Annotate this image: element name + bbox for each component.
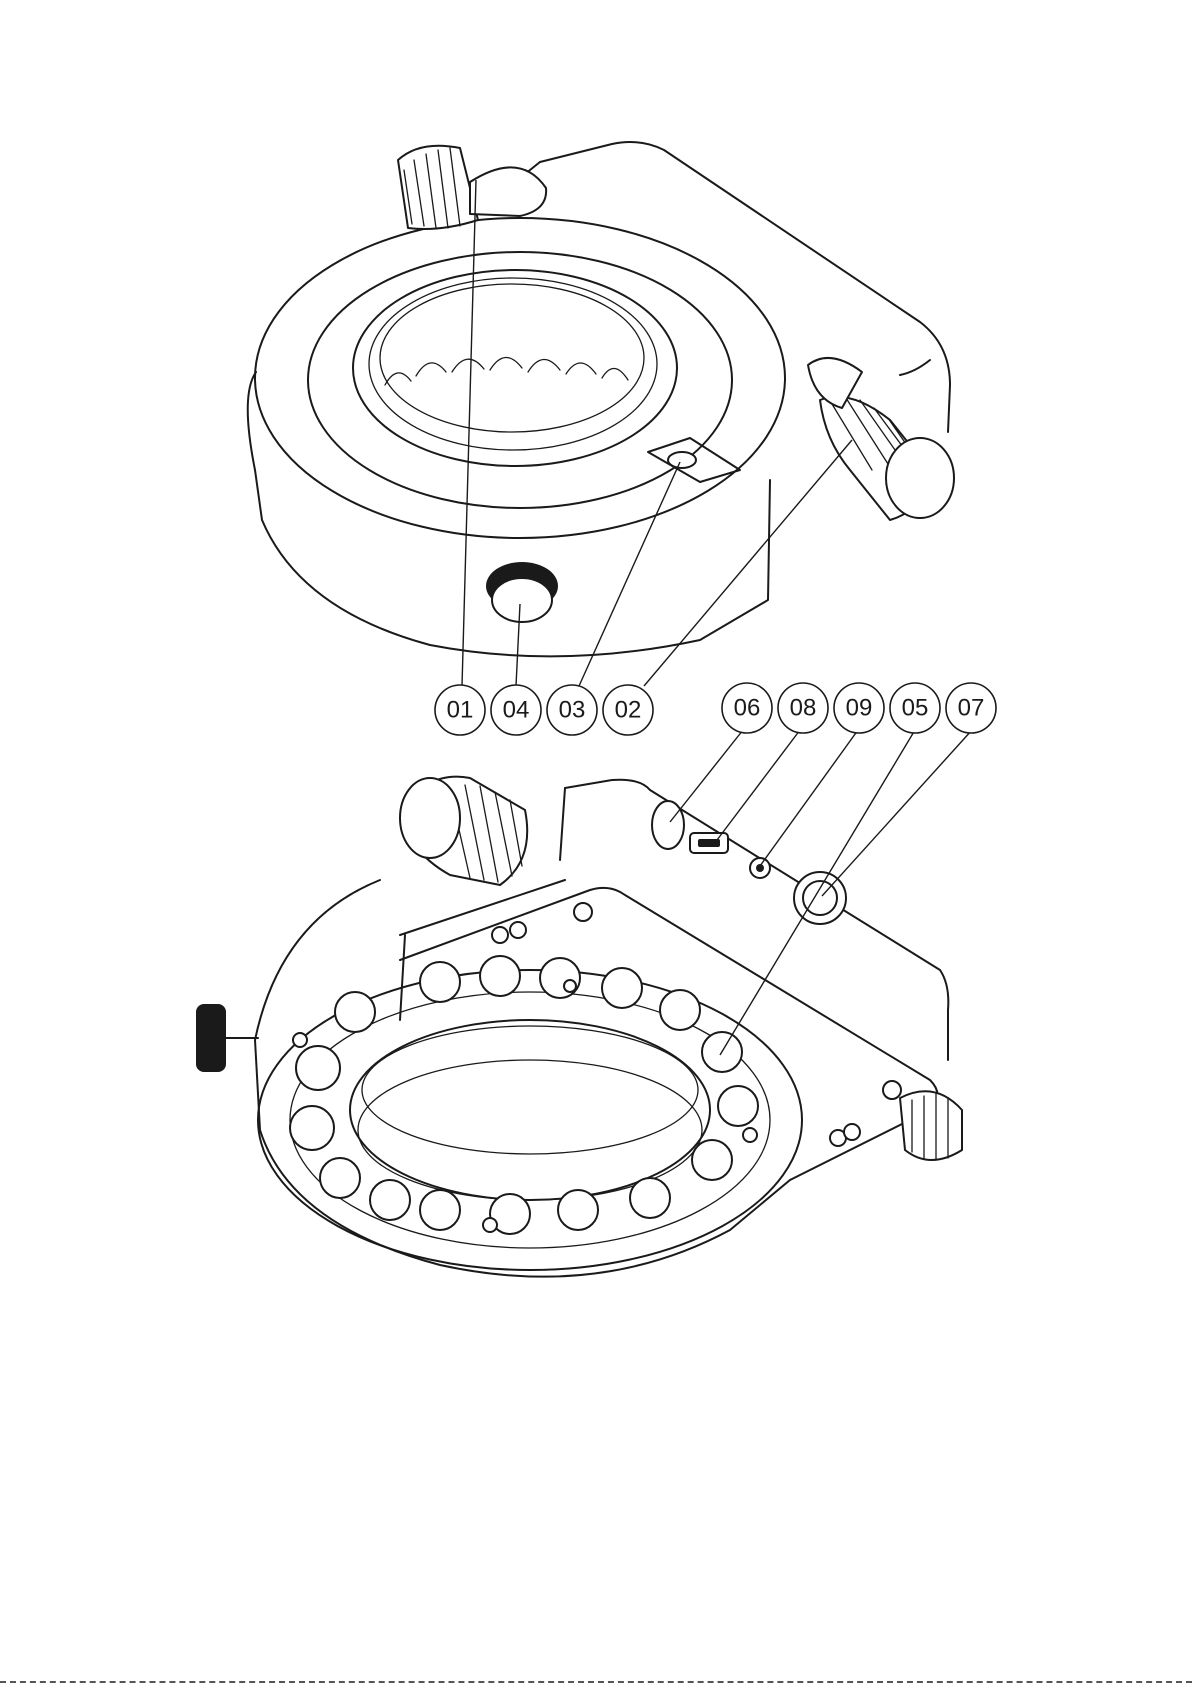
leader-06 <box>670 730 743 822</box>
callout-09: 09 <box>834 683 884 733</box>
callout-04-label: 04 <box>503 697 530 724</box>
bottom-lower-knob <box>900 1091 962 1160</box>
callout-02: 02 <box>603 685 653 735</box>
callout-06: 06 <box>722 683 772 733</box>
bottom-ring-aperture-lens <box>362 1026 698 1154</box>
callout-01: 01 <box>435 685 485 735</box>
callout-05-label: 05 <box>902 695 929 722</box>
top-ring-aperture <box>353 270 677 466</box>
page-bottom-dashed-border <box>0 1681 1192 1683</box>
top-aperture-leds <box>385 357 628 385</box>
callout-02-label: 02 <box>615 697 642 724</box>
callouts: 01 04 03 02 06 08 09 05 07 <box>435 683 996 735</box>
leader-08 <box>714 730 800 844</box>
leader-05 <box>720 730 915 1055</box>
callout-07-label: 07 <box>958 695 985 722</box>
top-right-knob <box>808 358 954 520</box>
callout-04: 04 <box>491 685 541 735</box>
bottom-side-knob <box>196 1004 258 1072</box>
top-bracket-edge <box>520 162 930 375</box>
leader-07 <box>822 730 972 896</box>
top-ring-light-view <box>248 142 954 656</box>
bottom-upper-knob <box>400 777 527 885</box>
callout-03: 03 <box>547 685 597 735</box>
bottom-connector-panel <box>652 801 846 924</box>
top-ring-outer-edge <box>255 218 785 538</box>
leader-09 <box>760 730 858 866</box>
callout-03-label: 03 <box>559 697 586 724</box>
bottom-ring-light-view <box>196 777 962 1277</box>
callout-05: 05 <box>890 683 940 733</box>
top-bracket-body <box>540 142 950 432</box>
callout-06-label: 06 <box>734 695 761 722</box>
top-left-knob <box>398 146 546 229</box>
top-ring-aperture-lip <box>380 284 644 432</box>
callout-01-label: 01 <box>447 697 474 724</box>
callout-08: 08 <box>778 683 828 733</box>
callout-09-label: 09 <box>846 695 873 722</box>
top-front-button <box>486 562 558 622</box>
top-ring-aperture-step <box>369 278 657 450</box>
bottom-led-array <box>290 956 758 1234</box>
bottom-bracket-housing <box>565 780 948 1060</box>
callout-07: 07 <box>946 683 996 733</box>
leader-02 <box>644 440 852 686</box>
callout-08-label: 08 <box>790 695 817 722</box>
